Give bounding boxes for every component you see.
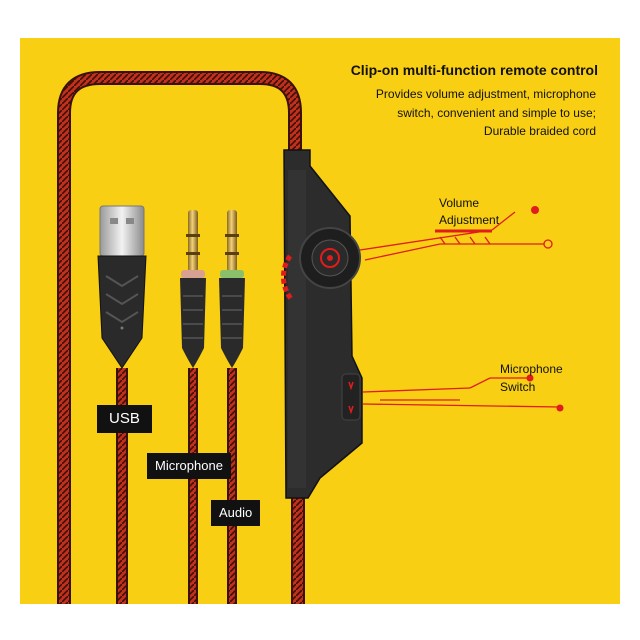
audio-label: Audio — [211, 500, 261, 526]
microphone-switch-icon[interactable] — [341, 373, 361, 421]
remote-control-housing — [283, 149, 363, 499]
description-line: switch, convenient and simple to use; — [397, 106, 596, 120]
microphone-callout-lines — [362, 374, 564, 412]
volume-callout-lines — [359, 206, 553, 261]
microphone-label: Microphone — [147, 453, 231, 479]
audio-jack-icon — [219, 210, 245, 368]
description-line: Provides volume adjustment, microphone — [375, 87, 596, 101]
usb-label: USB — [97, 405, 152, 433]
volume-callout-label: Adjustment — [439, 213, 500, 227]
microphone-callout-label: Microphone — [500, 362, 563, 376]
usb-plug-icon — [97, 205, 147, 369]
braided-cable-loop — [57, 71, 302, 604]
microphone-jack-icon — [180, 210, 206, 368]
headline: Clip-on multi-function remote control — [350, 62, 598, 78]
microphone-callout-label: Switch — [500, 380, 536, 394]
volume-callout-label: Volume — [439, 196, 480, 210]
product-panel: Clip-on multi-function remote control Pr… — [20, 38, 620, 604]
volume-knob-icon[interactable] — [280, 227, 361, 302]
description-line: Durable braided cord — [483, 124, 596, 138]
